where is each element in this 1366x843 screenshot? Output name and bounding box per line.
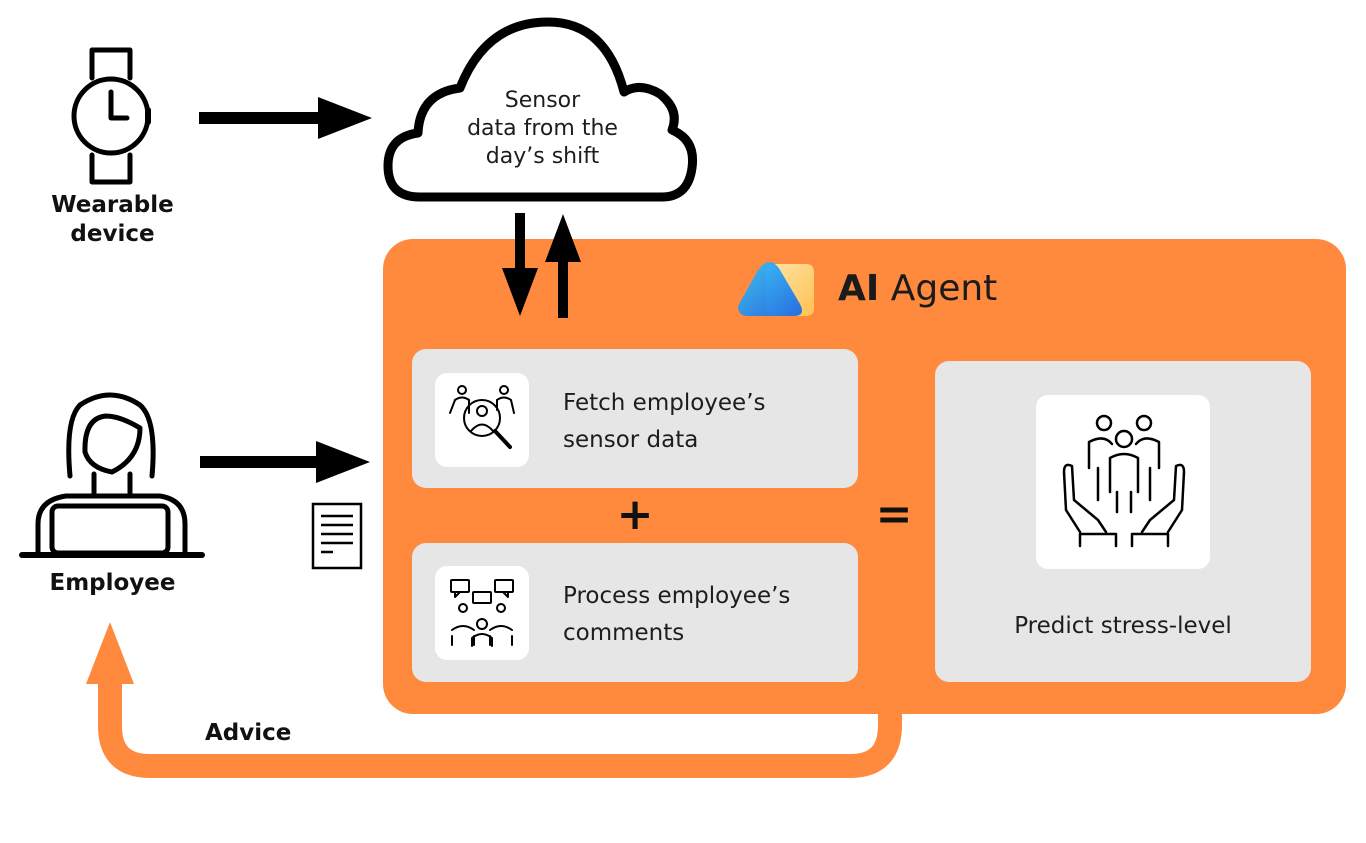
cloud-label-line1: Sensor [504, 88, 581, 113]
employee-label: Employee [49, 570, 176, 596]
group-chat-icon [450, 579, 514, 647]
cloud-to-agent-arrow [502, 213, 538, 316]
wearable-label-line1: Wearable [51, 192, 174, 218]
fetch-step-line1: Fetch employee’s [563, 390, 766, 416]
process-step-label: Process employee’s comments [563, 578, 848, 652]
advice-label: Advice [205, 720, 292, 746]
fetch-step-label: Fetch employee’s sensor data [563, 385, 843, 459]
equals-operator: = [875, 489, 913, 540]
wearable-label-line2: device [70, 221, 155, 247]
employee-laptop-icon [19, 392, 205, 558]
ai-agent-logo-icon [738, 262, 814, 316]
cloud-label: Sensor data from the day’s shift [440, 87, 645, 171]
cloud-label-line2: data from the [467, 116, 618, 141]
watch-icon [71, 47, 151, 185]
ai-agent-title-bold: AI [838, 268, 880, 309]
process-step-line2: comments [563, 620, 685, 646]
fetch-icon-tile [435, 373, 529, 467]
fetch-step-line2: sensor data [563, 427, 699, 453]
wearable-label: Wearable device [30, 191, 195, 249]
agent-to-cloud-arrow [545, 214, 581, 318]
cloud-icon [383, 17, 698, 202]
hands-people-icon [1062, 414, 1186, 548]
ai-agent-title: AI Agent [838, 268, 997, 309]
plus-operator: + [616, 489, 654, 540]
document-icon [311, 502, 363, 570]
ai-agent-title-rest: Agent [879, 268, 998, 309]
employee-to-agent-arrow [200, 441, 370, 483]
wearable-to-cloud-arrow [199, 97, 372, 139]
cloud-label-line3: day’s shift [485, 144, 600, 169]
process-step-line1: Process employee’s [563, 583, 791, 609]
advice-feedback-arrow [86, 622, 902, 778]
predict-stress-label: Predict stress-level [1014, 613, 1232, 639]
people-search-icon [449, 385, 515, 449]
